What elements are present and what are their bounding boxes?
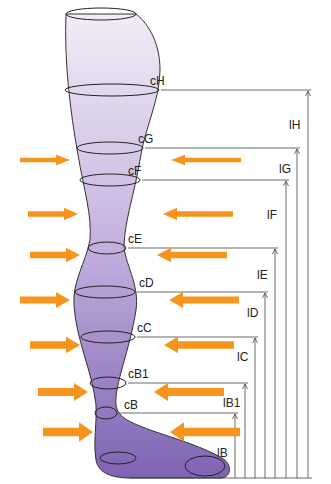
girth-ring bbox=[75, 286, 135, 298]
length-label: lH bbox=[289, 118, 300, 132]
length-line bbox=[245, 384, 246, 478]
pressure-arrow bbox=[30, 248, 80, 263]
pressure-arrow bbox=[20, 292, 70, 308]
girth-label: cD bbox=[139, 276, 154, 290]
level-line bbox=[128, 383, 248, 384]
length-line bbox=[286, 181, 287, 478]
pressure-arrow bbox=[170, 422, 240, 441]
length-arrowhead bbox=[233, 414, 238, 419]
length-line bbox=[297, 149, 298, 478]
length-arrowhead bbox=[253, 338, 258, 343]
length-line bbox=[235, 414, 236, 478]
pressure-arrow bbox=[171, 155, 241, 165]
girth-label: cC bbox=[137, 321, 152, 335]
level-line bbox=[161, 90, 311, 91]
length-line bbox=[275, 249, 276, 478]
length-line bbox=[265, 293, 266, 478]
length-arrowhead bbox=[295, 149, 300, 154]
length-label: lB bbox=[217, 446, 228, 460]
top-opening bbox=[66, 8, 136, 20]
girth-ring bbox=[77, 142, 143, 154]
length-label: lB1 bbox=[223, 396, 240, 410]
pressure-arrow bbox=[43, 422, 93, 441]
girth-ring bbox=[90, 377, 126, 389]
girth-label: cF bbox=[128, 164, 141, 178]
girth-label: cH bbox=[150, 74, 165, 88]
girth-label: cG bbox=[138, 132, 153, 146]
girth-ring bbox=[81, 331, 135, 343]
length-arrowhead bbox=[306, 91, 311, 96]
girth-label: cE bbox=[128, 232, 142, 246]
length-line bbox=[255, 338, 256, 478]
length-arrowhead bbox=[263, 293, 268, 298]
heel-ring bbox=[100, 452, 136, 464]
level-line bbox=[137, 292, 268, 293]
pressure-arrow bbox=[154, 383, 224, 401]
pressure-arrow bbox=[30, 337, 80, 354]
length-line bbox=[308, 91, 309, 478]
length-label: lF bbox=[267, 208, 277, 222]
level-line bbox=[142, 180, 289, 181]
length-label: lC bbox=[237, 350, 248, 364]
level-line bbox=[128, 248, 278, 249]
length-label: lE bbox=[257, 268, 268, 282]
length-label: lG bbox=[279, 162, 291, 176]
base-line bbox=[130, 478, 312, 479]
pressure-arrow bbox=[157, 248, 227, 263]
pressure-arrow bbox=[169, 292, 239, 308]
length-arrowhead bbox=[243, 384, 248, 389]
pressure-arrow bbox=[28, 208, 78, 220]
pressure-arrow bbox=[164, 337, 234, 354]
level-line bbox=[119, 413, 238, 414]
girth-ring bbox=[95, 407, 117, 419]
girth-label: cB1 bbox=[128, 367, 149, 381]
pressure-arrow bbox=[20, 155, 70, 165]
leg-outline bbox=[66, 14, 230, 478]
girth-ring bbox=[65, 84, 159, 96]
pressure-arrow bbox=[38, 383, 88, 401]
level-line bbox=[137, 337, 258, 338]
pressure-arrow bbox=[163, 208, 233, 220]
girth-label: cB bbox=[124, 398, 138, 412]
length-label: lD bbox=[247, 306, 258, 320]
girth-ring bbox=[88, 242, 126, 254]
length-arrowhead bbox=[273, 249, 278, 254]
length-arrowhead bbox=[284, 181, 289, 186]
level-line bbox=[145, 148, 300, 149]
